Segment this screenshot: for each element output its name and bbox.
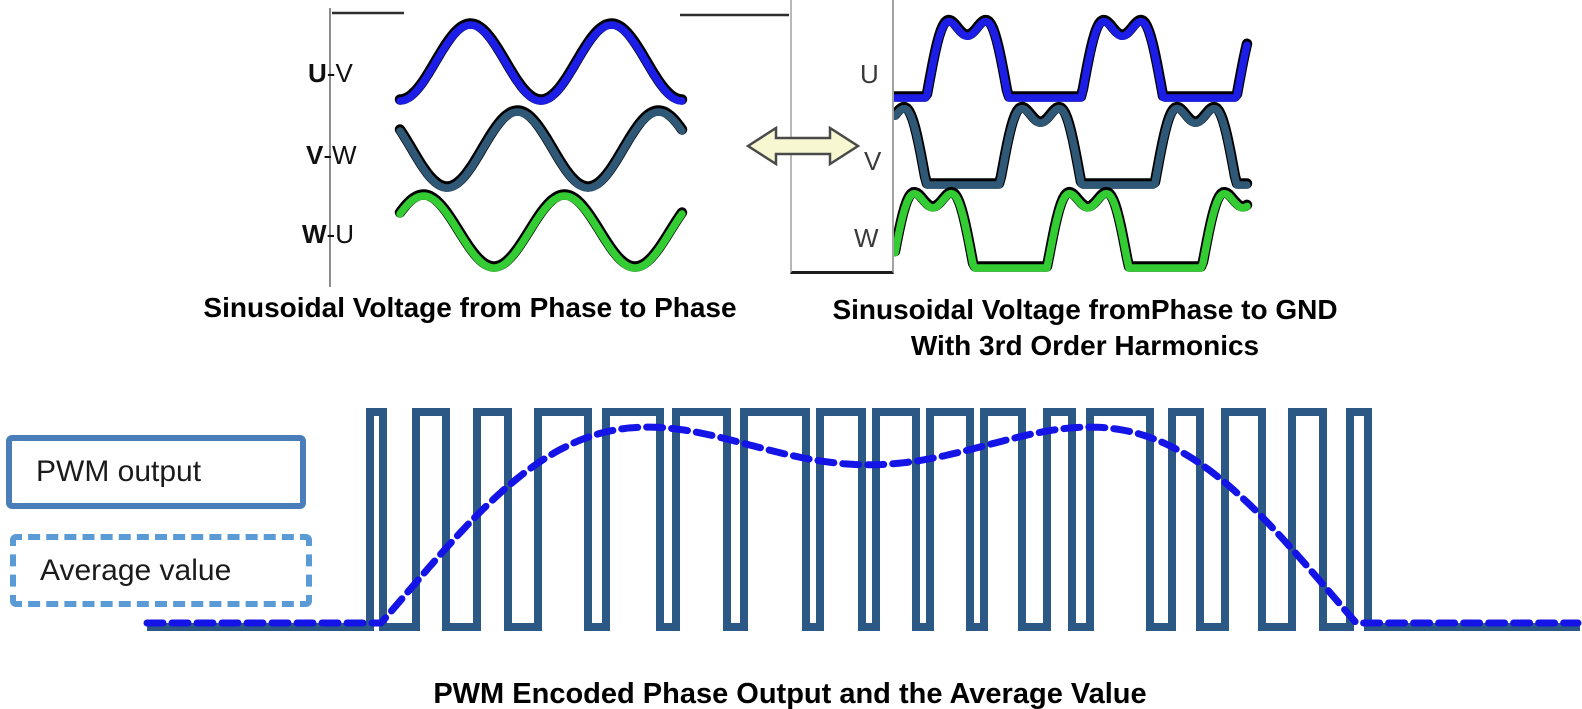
caption-phase-to-phase: Sinusoidal Voltage from Phase to Phase — [203, 292, 737, 323]
trace-u-shadow — [889, 14, 1253, 102]
legend-average-value: Average value — [10, 534, 312, 607]
pwm-plot — [143, 408, 1582, 631]
phase-label-w: W — [854, 223, 879, 253]
pwm-output-trace — [147, 408, 1580, 631]
trace-w-shadow — [889, 186, 1253, 272]
trace-w-u-line — [396, 192, 686, 272]
double-arrow-icon — [745, 125, 861, 167]
caption-phase-to-gnd: Sinusoidal Voltage fromPhase to GND With… — [770, 292, 1400, 364]
phase-label-v: V — [864, 146, 882, 176]
trace-label-w-u: W-U — [302, 219, 354, 249]
caption-pwm: PWM Encoded Phase Output and the Average… — [433, 678, 1147, 709]
trace-label-v-w: V-W — [306, 140, 357, 170]
caption-phase-to-gnd-line1: Sinusoidal Voltage fromPhase to GND — [832, 294, 1338, 325]
phase-label-u: U — [860, 59, 879, 89]
trace-v-w-line — [396, 108, 686, 192]
phase-to-phase-plot — [394, 18, 688, 272]
trace-u-v-line — [396, 21, 686, 105]
trace-label-u-v: U-V — [308, 58, 353, 88]
trace-w-line — [891, 189, 1251, 272]
transform-arrow-svg — [745, 125, 861, 167]
legend-pwm-output-label: PWM output — [36, 455, 202, 488]
legend-pwm-output: PWM output — [6, 435, 306, 509]
phase-to-gnd-plot — [889, 14, 1253, 272]
average-value-trace — [143, 423, 1582, 627]
legend-average-value-label: Average value — [40, 553, 232, 587]
caption-phase-to-gnd-line2: With 3rd Order Harmonics — [910, 330, 1260, 361]
trace-v-line — [891, 104, 1251, 189]
trace-u-line — [891, 17, 1251, 102]
trace-u-v-shadow — [394, 18, 688, 105]
